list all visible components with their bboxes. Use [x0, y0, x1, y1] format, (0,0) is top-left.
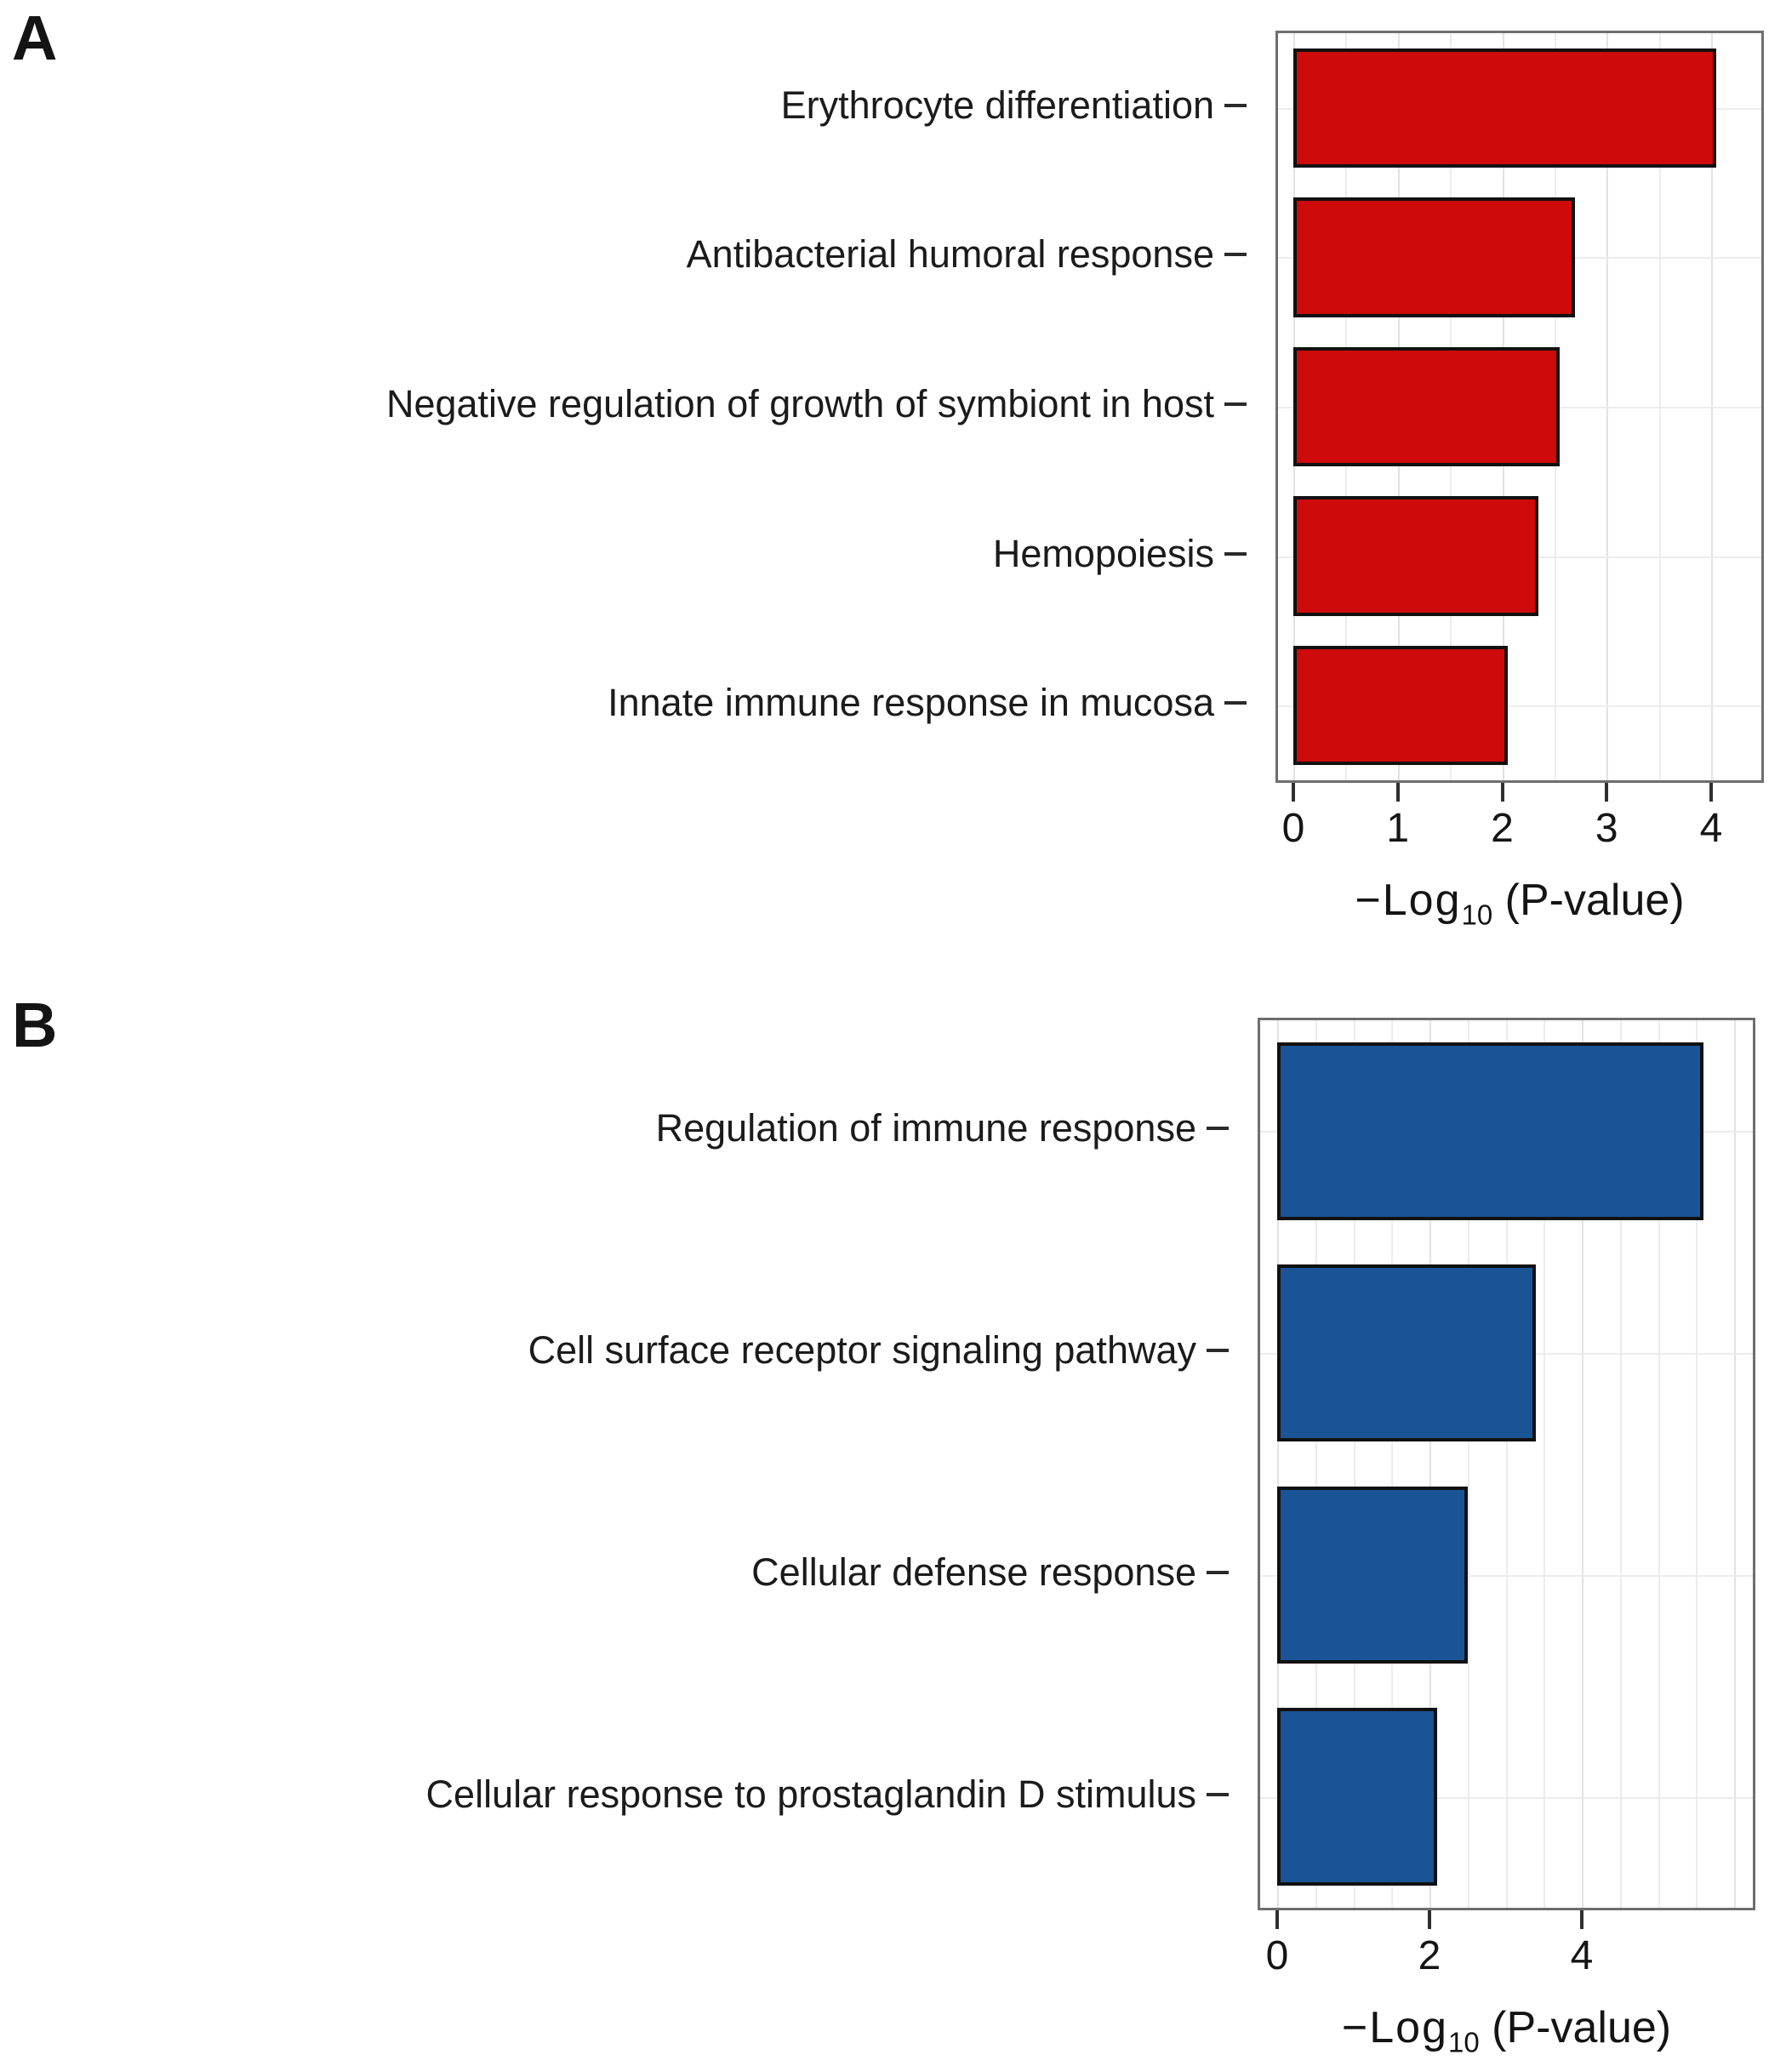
gridline-vertical	[1582, 1020, 1583, 1908]
gridline-vertical	[1734, 1020, 1736, 1908]
panel-a-letter: A	[12, 3, 58, 73]
x-axis-title-prefix: −Log	[1355, 876, 1462, 925]
category-label: Cell surface receptor signaling pathway	[528, 1328, 1196, 1373]
category-label: Cellular defense response	[751, 1550, 1196, 1594]
gridline-vertical	[1658, 1020, 1660, 1908]
category-tick	[1224, 701, 1247, 705]
category-label: Antibacterial humoral response	[686, 232, 1214, 277]
gridline-vertical	[1619, 1020, 1622, 1908]
x-axis-title: −Log10 (P-value)	[1355, 875, 1684, 931]
x-axis-tick-label: 1	[1386, 806, 1410, 851]
category-tick	[1207, 1570, 1229, 1574]
x-axis-tick-label: 4	[1699, 806, 1723, 851]
x-axis-tick	[1292, 783, 1295, 802]
gridline-vertical	[1277, 1020, 1279, 1908]
x-axis-tick	[1428, 1910, 1431, 1929]
x-axis-tick	[1605, 783, 1609, 802]
bar	[1293, 645, 1508, 766]
x-axis-title-suffix: (P-value)	[1479, 2003, 1672, 2052]
category-label: Hemopoiesis	[992, 531, 1214, 575]
bar	[1277, 1486, 1468, 1664]
x-axis-tick	[1275, 1910, 1279, 1929]
panel-a-x-axis: 0 1 2 3 4 −Log10 (P-value)	[1275, 783, 1764, 945]
bar	[1277, 1042, 1704, 1220]
x-axis-tick-label: 2	[1491, 806, 1514, 851]
gridline-horizontal	[1260, 1796, 1753, 1799]
gridline-vertical	[1391, 1020, 1394, 1908]
bar	[1293, 496, 1539, 616]
gridline-horizontal	[1260, 1574, 1753, 1577]
category-label: Negative regulation of growth of symbion…	[385, 382, 1214, 425]
bar	[1293, 197, 1576, 317]
bar	[1293, 48, 1717, 168]
x-axis-title-suffix: (P-value)	[1492, 876, 1685, 925]
x-axis-tick	[1580, 1910, 1583, 1929]
panel-b-plot-area	[1258, 1018, 1755, 1910]
category-tick	[1224, 253, 1247, 257]
category-tick	[1224, 402, 1247, 406]
category-tick	[1224, 551, 1247, 556]
gridline-vertical	[1505, 1020, 1508, 1908]
x-axis-tick	[1395, 783, 1400, 802]
x-axis-tick	[1709, 783, 1714, 802]
category-tick	[1207, 1792, 1229, 1796]
category-tick	[1207, 1349, 1229, 1353]
x-axis-title: −Log10 (P-value)	[1342, 2002, 1671, 2058]
category-label: Innate immune response in mucosa	[608, 681, 1214, 725]
x-axis-tick	[1500, 783, 1504, 802]
category-label: Cellular response to prostaglandin D sti…	[425, 1772, 1196, 1816]
x-axis-title-subscript: 10	[1448, 2026, 1480, 2058]
gridline-vertical	[1543, 1020, 1546, 1908]
bar	[1277, 1264, 1537, 1442]
gridline-vertical	[1315, 1020, 1317, 1908]
x-axis-title-prefix: −Log	[1341, 2003, 1449, 2052]
gridline-vertical	[1429, 1020, 1431, 1908]
x-axis-title-subscript: 10	[1461, 899, 1493, 931]
category-label: Regulation of immune response	[655, 1106, 1196, 1150]
gridline-horizontal	[1278, 705, 1761, 708]
category-tick	[1207, 1127, 1229, 1131]
x-axis-tick-label: 0	[1281, 806, 1305, 851]
gridline-vertical	[1696, 1020, 1698, 1908]
category-tick	[1224, 103, 1247, 107]
bar	[1277, 1708, 1437, 1886]
gridline-vertical	[1467, 1020, 1469, 1908]
panel-a-plot-area	[1275, 31, 1764, 783]
x-axis-tick-label: 3	[1595, 806, 1618, 851]
panel-b-letter: B	[12, 990, 58, 1060]
gridline-vertical	[1353, 1020, 1355, 1908]
category-label: Erythrocyte differentiation	[780, 83, 1214, 127]
bar	[1293, 346, 1561, 467]
